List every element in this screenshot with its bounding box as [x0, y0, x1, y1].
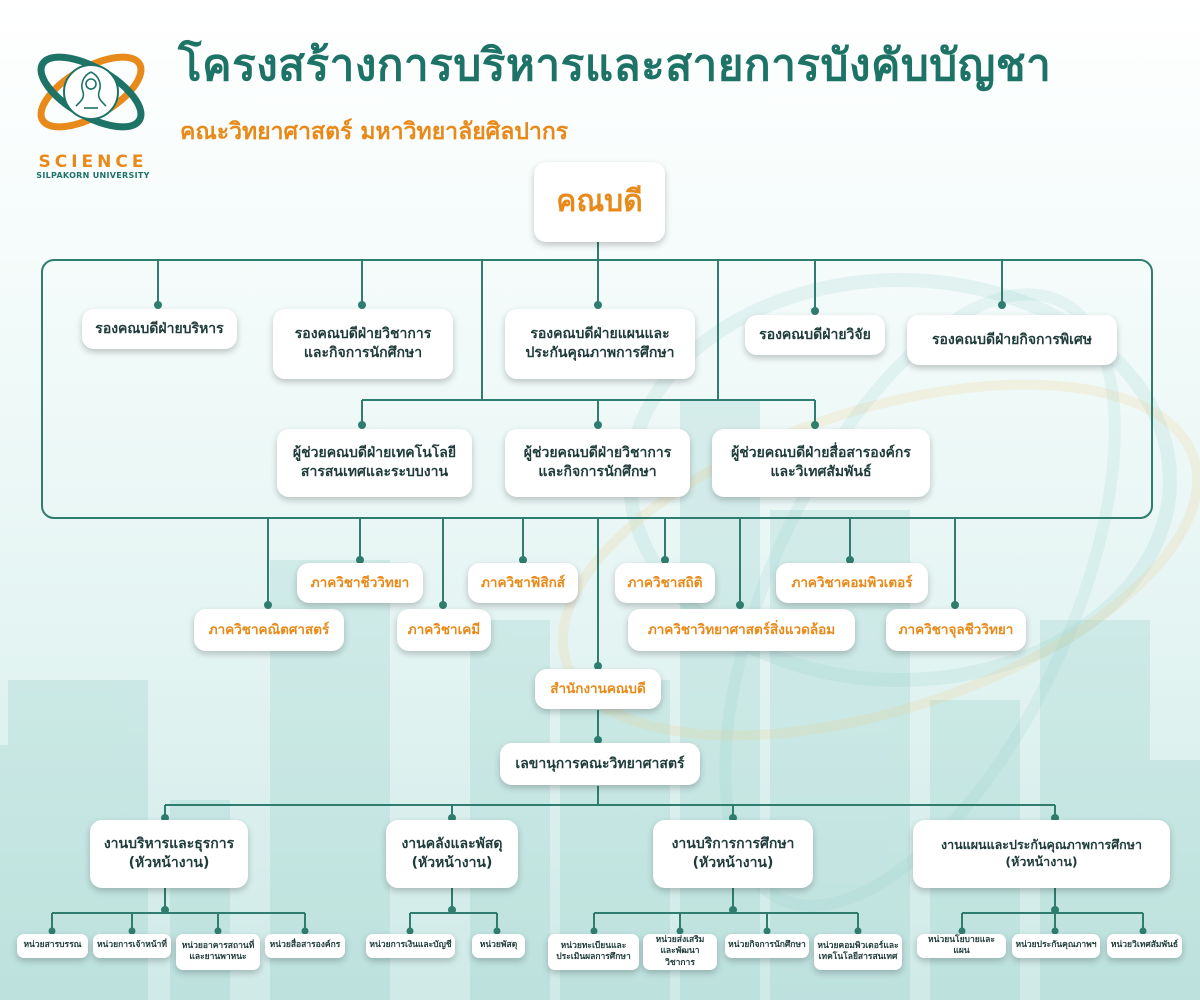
faculty-secretary-box: เลขานุการคณะวิทยาศาสตร์	[500, 743, 700, 785]
logo-wordmark: SCIENCE	[38, 152, 148, 172]
unit-finance-accounting: หน่วยการเงินและบัญชี	[366, 934, 455, 958]
page-subtitle: คณะวิทยาศาสตร์ มหาวิทยาลัยศิลปากร	[180, 119, 569, 145]
unit-procurement: หน่วยพัสดุ	[472, 934, 525, 958]
unit-policy-planning: หน่วยนโยบายและแผน	[917, 934, 1006, 958]
unit-international-relations: หน่วยวิเทศสัมพันธ์	[1107, 934, 1182, 958]
section-administration: งานบริหารและธุรการ (หัวหน้างาน)	[90, 820, 248, 888]
unit-personnel: หน่วยการเจ้าหน้าที่	[93, 934, 171, 958]
department-physics: ภาควิชาฟิสิกส์	[468, 563, 578, 603]
unit-buildings-vehicles: หน่วยอาคารสถานที่ และยานพาหนะ	[176, 934, 260, 970]
department-math: ภาควิชาคณิตศาสตร์	[194, 609, 344, 651]
dean-office-box: สำนักงานคณบดี	[535, 669, 661, 709]
department-environmental-science: ภาควิชาวิทยาศาสตร์สิ่งแวดล้อม	[628, 609, 855, 651]
unit-registration-evaluation: หน่วยทะเบียนและ ประเมินผลการศึกษา	[548, 934, 639, 970]
assistant-dean-it: ผู้ช่วยคณบดีฝ่ายเทคโนโลยี สารสนเทศและระบ…	[277, 429, 472, 497]
dean-box: คณบดี	[534, 162, 665, 242]
assistant-dean-academic: ผู้ช่วยคณบดีฝ่ายวิชาการ และกิจการนักศึกษ…	[505, 429, 690, 497]
vice-dean-administration: รองคณบดีฝ่ายบริหาร	[82, 309, 237, 349]
department-statistics: ภาควิชาสถิติ	[615, 563, 715, 603]
unit-corporate-communication: หน่วยสื่อสารองค์กร	[265, 934, 345, 958]
vice-dean-academic: รองคณบดีฝ่ายวิชาการ และกิจการนักศึกษา	[273, 309, 453, 379]
unit-student-affairs: หน่วยกิจการนักศึกษา	[725, 934, 809, 958]
assistant-dean-communications: ผู้ช่วยคณบดีฝ่ายสื่อสารองค์กร และวิเทศสั…	[712, 429, 930, 497]
section-education-service: งานบริการการศึกษา (หัวหน้างาน)	[653, 820, 813, 888]
page-title: โครงสร้างการบริหารและสายการบังคับบัญชา	[178, 40, 1052, 91]
section-planning-quality: งานแผนและประกันคุณภาพการศึกษา (หัวหน้างา…	[913, 820, 1170, 888]
unit-quality-assurance: หน่วยประกันคุณภาพฯ	[1012, 934, 1100, 958]
faculty-logo	[37, 53, 145, 131]
department-microbiology: ภาควิชาจุลชีววิทยา	[886, 609, 1026, 651]
section-finance: งานคลังและพัสดุ (หัวหน้างาน)	[386, 820, 518, 888]
vice-dean-special-affairs: รองคณบดีฝ่ายกิจการพิเศษ	[907, 315, 1117, 365]
department-chemistry: ภาควิชาเคมี	[397, 609, 491, 651]
unit-academic-promotion: หน่วยส่งเสริม และพัฒนาวิชาการ	[643, 934, 717, 970]
vice-dean-research: รองคณบดีฝ่ายวิจัย	[745, 315, 885, 355]
unit-records: หน่วยสารบรรณ	[17, 934, 88, 958]
department-biology: ภาควิชาชีววิทยา	[297, 563, 423, 603]
logo-university-name: SILPAKORN UNIVERSITY	[36, 171, 150, 180]
vice-dean-planning: รองคณบดีฝ่ายแผนและ ประกันคุณภาพการศึกษา	[505, 309, 695, 379]
department-computer: ภาควิชาคอมพิวเตอร์	[776, 563, 928, 603]
unit-computer-it: หน่วยคอมพิวเตอร์และ เทคโนโลยีสารสนเทศ	[814, 934, 902, 970]
